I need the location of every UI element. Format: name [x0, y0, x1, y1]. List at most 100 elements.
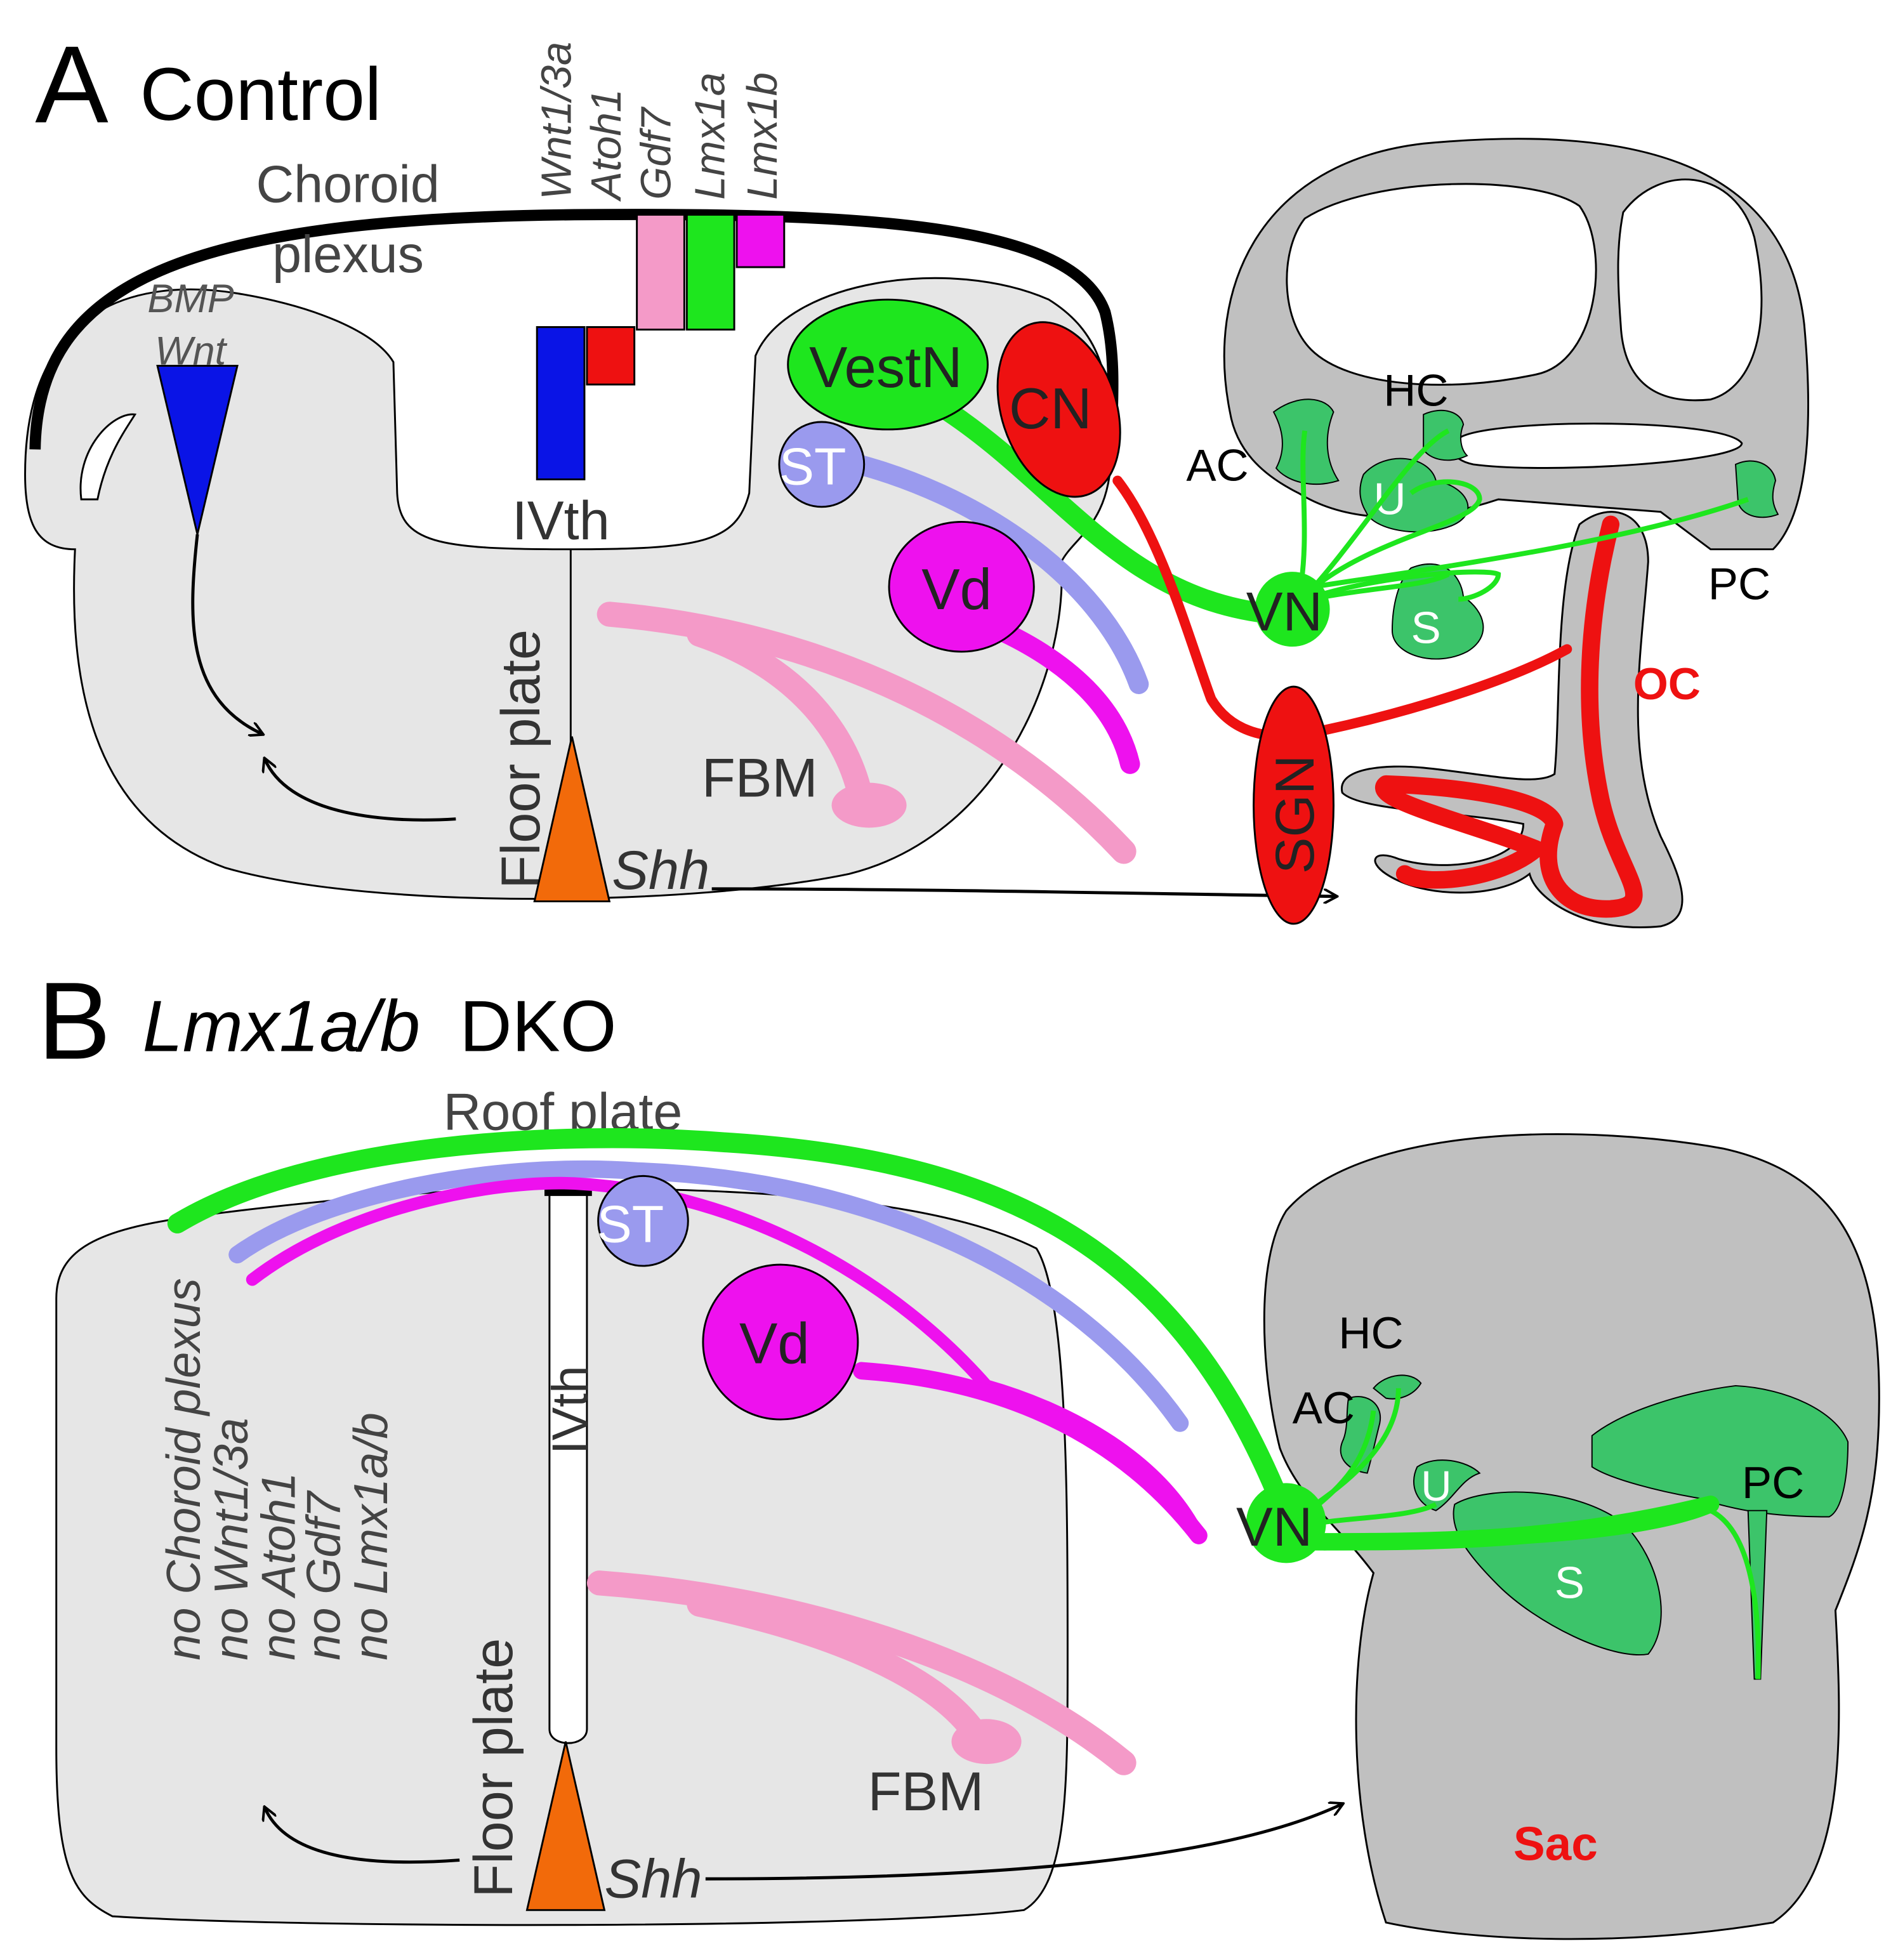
gene-bar-atoh1	[586, 326, 636, 386]
u-label-a: U	[1373, 475, 1406, 525]
gene-bar-lmx1b	[735, 213, 786, 268]
hc-crista-b	[1373, 1374, 1422, 1400]
panel-b: B Lmx1a/b DKO Roof plate IVth no Choroid…	[37, 959, 1880, 1940]
pc-crista-b	[1591, 1384, 1849, 1518]
inner-ear-a: U S AC HC PC OC	[1186, 138, 1809, 928]
fbm-nucleus-b	[951, 1719, 1022, 1765]
sgn-to-cn-tract-a	[1112, 475, 1291, 742]
gene-bar-gdf7	[636, 213, 685, 331]
vn-branch-s2	[1312, 569, 1501, 602]
gene-label-gdf7: Gdf7	[633, 106, 680, 200]
green-tract-b	[167, 1128, 1296, 1527]
vn-ganglion-a	[1255, 572, 1330, 647]
gene-bar-wnt	[536, 326, 586, 481]
absent-atoh1: no Atoh1	[252, 1472, 305, 1660]
u-label-b: U	[1421, 1463, 1451, 1510]
shh-arrow-left-a	[265, 759, 456, 822]
choroid-plexus-label-1: Choroid	[256, 155, 440, 214]
gene-label-atoh1: Atoh1	[583, 89, 630, 202]
floor-plate-shh-triangle-b	[525, 1741, 606, 1911]
vn-label-b: VN	[1236, 1497, 1312, 1558]
vn-branch-u-b	[1317, 1502, 1437, 1526]
hc-label-a: HC	[1383, 365, 1448, 416]
semicircular-canals-a	[1223, 138, 1809, 551]
shh-arrow-right-a	[711, 887, 1336, 897]
shh-arrow-right-b	[705, 1804, 1342, 1881]
absent-lmx1ab: no Lmx1a/b	[344, 1412, 397, 1661]
panel-a-title: Control	[140, 53, 382, 136]
st-nucleus-a	[778, 421, 866, 508]
gene-label-lmx1b: Lmx1b	[739, 72, 786, 200]
bmp-label: BMP	[147, 277, 234, 321]
inner-ear-b: Sac HC AC U S PC	[1263, 1133, 1880, 1940]
lavender-tract-b	[228, 1160, 1189, 1432]
panel-a-letter: A	[35, 23, 109, 146]
sgn-label-a: SGN	[1265, 755, 1326, 874]
vn-to-vestn-tract-a	[939, 402, 1284, 624]
ivth-label-a: IVth	[512, 490, 610, 551]
oc-label-a: OC	[1633, 659, 1701, 709]
ivth-slit-b	[548, 1191, 588, 1744]
vd-label-b: Vd	[739, 1312, 810, 1376]
absent-gdf7: no Gdf7	[296, 1490, 350, 1660]
panel-b-title-italic: Lmx1a/b	[142, 987, 420, 1067]
sgn-to-oc-tract-a	[1318, 644, 1572, 735]
shh-arrow-left-b	[265, 1808, 460, 1864]
bmp-arrow-a	[191, 534, 263, 734]
fbm-tract-b	[586, 1570, 1137, 1775]
panel-a: A Control Choroid plexus BMP Wnt Wnt1/3a…	[24, 23, 1809, 928]
absent-markers-list: no Choroid plexus no Wnt1/3a no Atoh1 no…	[157, 1278, 397, 1661]
bmp-wnt-gradient-triangle	[156, 365, 239, 535]
horizontal-canal-hole-a	[1451, 423, 1743, 469]
vn-branch-pc	[1313, 497, 1750, 589]
pc-crista-a	[1735, 460, 1779, 518]
gene-label-lmx1a: Lmx1a	[686, 72, 734, 200]
shh-label-b: Shh	[604, 1849, 702, 1910]
st-label-b: ST	[597, 1195, 664, 1254]
vestn-label-a: VestN	[809, 336, 962, 400]
fbm-branch-b	[687, 1591, 993, 1754]
sgn-ganglion-a	[1253, 685, 1335, 925]
vd-tract-a	[976, 614, 1140, 774]
organ-of-corti-a	[1375, 515, 1643, 918]
sac-label-b: Sac	[1513, 1817, 1598, 1871]
fbm-nucleus-a	[831, 782, 907, 828]
ac-label-b: AC	[1293, 1383, 1355, 1433]
shh-label-a: Shh	[612, 840, 709, 901]
vn-branch-s	[1310, 572, 1450, 602]
vd-tract-b	[853, 1362, 1208, 1544]
st-label-a: ST	[779, 437, 847, 496]
s-label-b: S	[1555, 1558, 1585, 1608]
hindbrain-notch-a	[79, 413, 137, 501]
floor-plate-label-a: Floor plate	[491, 629, 551, 889]
gene-bar-lmx1a	[685, 213, 735, 331]
vn-branch-hc-b	[1312, 1388, 1401, 1508]
vn-main-trunk-b	[1302, 1496, 1720, 1551]
floor-plate-label-b: Floor plate	[463, 1638, 524, 1898]
pc-label-b: PC	[1742, 1458, 1804, 1508]
vn-label-a: VN	[1246, 582, 1322, 643]
cn-nucleus-a	[996, 321, 1121, 498]
pc-label-a: PC	[1708, 559, 1770, 609]
panel-b-title-rest: DKO	[459, 987, 616, 1067]
utricle-b	[1413, 1459, 1481, 1511]
fbm-label-b: FBM	[868, 1761, 984, 1822]
saccule-a	[1391, 563, 1484, 660]
st-tract-a	[839, 452, 1149, 694]
vn-branch-hc	[1303, 428, 1450, 599]
vd-nucleus-b	[702, 1263, 859, 1421]
cn-label-a: CN	[1009, 377, 1092, 441]
panel-b-letter: B	[37, 959, 110, 1082]
fbm-label-a: FBM	[702, 747, 818, 808]
absent-choroid-plexus: no Choroid plexus	[157, 1278, 210, 1661]
vn-branch-u	[1307, 479, 1482, 594]
choroid-plexus-label-2: plexus	[272, 225, 424, 284]
gene-label-wnt: Wnt1/3a	[532, 42, 580, 200]
floor-plate-shh-triangle-a	[533, 736, 611, 903]
st-nucleus-b	[597, 1174, 689, 1267]
ac-label-a: AC	[1186, 440, 1248, 490]
absent-wnt: no Wnt1/3a	[204, 1417, 258, 1660]
vn-ganglion-b	[1246, 1483, 1326, 1563]
fbm-branch-a	[687, 621, 874, 814]
